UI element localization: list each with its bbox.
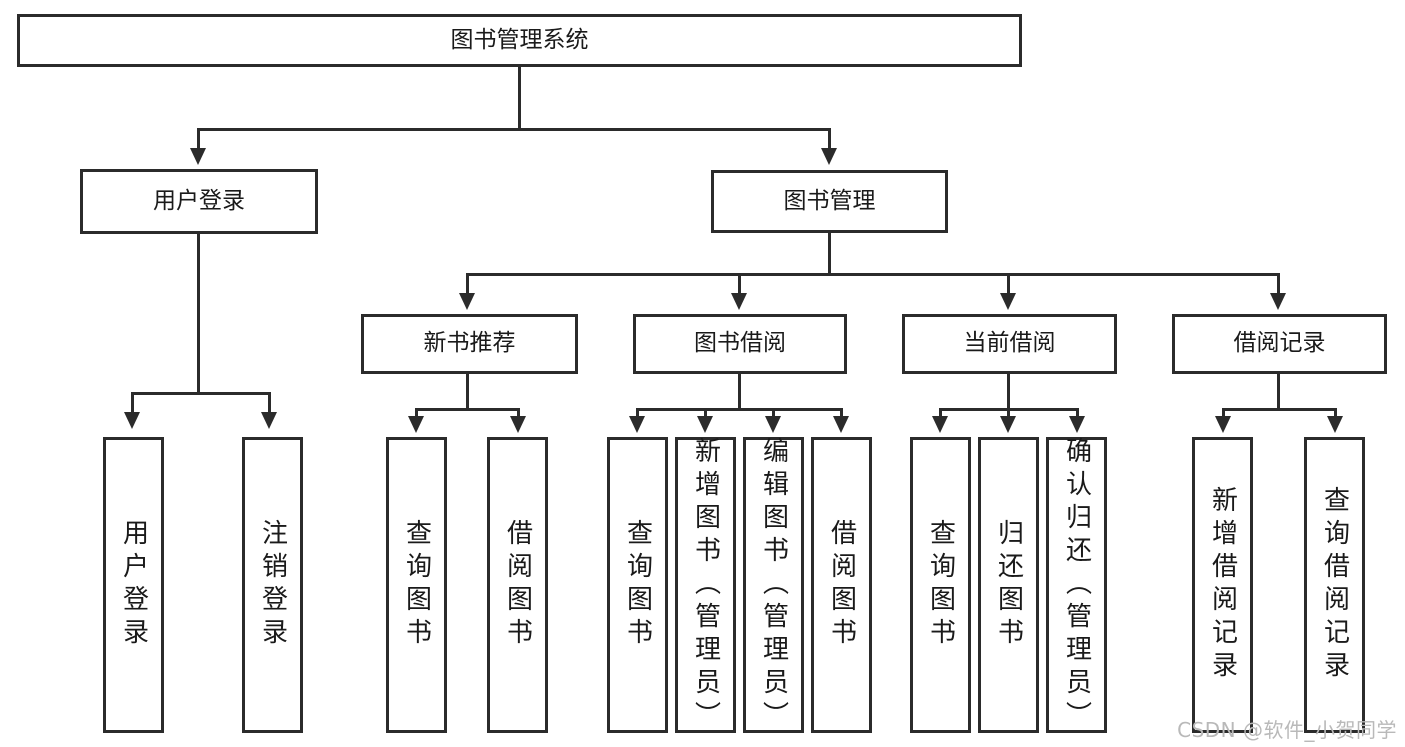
connector-book-borrow-bus bbox=[636, 408, 843, 411]
arrow-book-borrow-to-leaf-1 bbox=[629, 416, 645, 433]
node-leaf-return-book[interactable]: 归还图书 bbox=[978, 437, 1039, 733]
arrow-book-borrow-to-leaf-2 bbox=[697, 416, 713, 433]
arrow-book-manage-to-new-book-rec bbox=[459, 293, 475, 310]
node-root-label: 图书管理系统 bbox=[450, 26, 589, 53]
arrow-book-manage-to-current-borrow bbox=[1000, 293, 1016, 310]
node-leaf-query-record[interactable]: 查询借阅记录 bbox=[1304, 437, 1365, 733]
connector-book-manage-to-new-book-rec bbox=[466, 273, 469, 295]
connector-root-to-book-manage bbox=[828, 128, 831, 150]
node-new-book-rec-label: 新书推荐 bbox=[423, 330, 516, 357]
node-book-borrow[interactable]: 图书借阅 bbox=[633, 314, 847, 374]
node-leaf-add-book-label: 新增图书（管理员） bbox=[690, 436, 721, 734]
arrow-borrow-record-to-leaf-1 bbox=[1215, 416, 1231, 433]
connector-book-borrow-down bbox=[738, 374, 741, 410]
connector-current-borrow-to-leaf-2 bbox=[1007, 408, 1010, 420]
node-book-manage[interactable]: 图书管理 bbox=[711, 170, 948, 233]
connector-borrow-record-to-leaf-2 bbox=[1334, 408, 1337, 420]
connector-new-book-rec-bus bbox=[415, 408, 520, 411]
arrow-book-manage-to-book-borrow bbox=[731, 293, 747, 310]
connector-book-manage-to-borrow-record bbox=[1277, 273, 1280, 295]
connector-current-borrow-to-leaf-1 bbox=[939, 408, 942, 420]
arrow-root-to-user-login bbox=[190, 148, 206, 165]
connector-book-borrow-to-leaf-1 bbox=[636, 408, 639, 420]
node-new-book-rec[interactable]: 新书推荐 bbox=[361, 314, 578, 374]
node-leaf-query-book-3-label: 查询图书 bbox=[925, 519, 956, 651]
connector-new-book-rec-to-leaf-2 bbox=[517, 408, 520, 420]
arrow-current-borrow-to-leaf-3 bbox=[1069, 416, 1085, 433]
node-leaf-query-record-label: 查询借阅记录 bbox=[1319, 486, 1350, 684]
node-book-borrow-label: 图书借阅 bbox=[694, 330, 786, 357]
arrow-current-borrow-to-leaf-1 bbox=[932, 416, 948, 433]
node-current-borrow[interactable]: 当前借阅 bbox=[902, 314, 1117, 374]
arrow-book-manage-to-borrow-record bbox=[1270, 293, 1286, 310]
node-leaf-query-book-2[interactable]: 查询图书 bbox=[607, 437, 668, 733]
node-book-manage-label: 图书管理 bbox=[783, 187, 876, 214]
node-leaf-borrow-book-2[interactable]: 借阅图书 bbox=[811, 437, 872, 733]
connector-user-login-down bbox=[197, 234, 200, 394]
arrow-borrow-record-to-leaf-2 bbox=[1327, 416, 1343, 433]
node-leaf-return-book-label: 归还图书 bbox=[993, 519, 1024, 651]
arrow-book-borrow-to-leaf-3 bbox=[765, 416, 781, 433]
node-leaf-confirm-return[interactable]: 确认归还（管理员） bbox=[1046, 436, 1107, 734]
node-user-login-label: 用户登录 bbox=[153, 187, 245, 214]
node-leaf-logout[interactable]: 注销登录 bbox=[242, 437, 303, 733]
connector-new-book-rec-to-leaf-1 bbox=[415, 408, 418, 420]
node-leaf-query-book-1-label: 查询图书 bbox=[401, 519, 432, 651]
node-leaf-borrow-book-1-label: 借阅图书 bbox=[502, 519, 533, 651]
node-leaf-query-book-1[interactable]: 查询图书 bbox=[386, 437, 447, 733]
node-leaf-user-login[interactable]: 用户登录 bbox=[103, 437, 164, 733]
connector-root-down bbox=[518, 66, 521, 130]
node-borrow-record[interactable]: 借阅记录 bbox=[1172, 314, 1387, 374]
connector-current-borrow-to-leaf-3 bbox=[1076, 408, 1079, 420]
arrow-user-login-to-leaf-1 bbox=[124, 412, 140, 429]
node-leaf-user-login-label: 用户登录 bbox=[118, 519, 149, 651]
arrow-current-borrow-to-leaf-2 bbox=[1000, 416, 1016, 433]
node-leaf-add-book[interactable]: 新增图书（管理员） bbox=[675, 436, 736, 734]
node-leaf-edit-book-label: 编辑图书（管理员） bbox=[758, 436, 789, 734]
connector-user-login-to-leaf-1 bbox=[131, 392, 134, 414]
connector-book-borrow-to-leaf-3 bbox=[772, 408, 775, 420]
node-root[interactable]: 图书管理系统 bbox=[17, 14, 1022, 67]
connector-user-login-to-leaf-2 bbox=[268, 392, 271, 414]
node-leaf-add-record[interactable]: 新增借阅记录 bbox=[1192, 437, 1253, 733]
connector-root-to-user-login bbox=[197, 128, 200, 150]
connector-borrow-record-bus bbox=[1222, 408, 1337, 411]
connector-user-login-bus bbox=[131, 392, 268, 395]
connector-book-manage-to-book-borrow bbox=[738, 273, 741, 295]
connector-current-borrow-down bbox=[1007, 374, 1010, 410]
connector-book-manage-bus bbox=[466, 273, 1280, 276]
watermark: CSDN @软件_小贺同学 bbox=[1177, 718, 1397, 742]
connector-book-borrow-to-leaf-4 bbox=[840, 408, 843, 420]
arrow-book-borrow-to-leaf-4 bbox=[833, 416, 849, 433]
connector-borrow-record-down bbox=[1277, 374, 1280, 410]
arrow-new-book-rec-to-leaf-1 bbox=[408, 416, 424, 433]
connector-borrow-record-to-leaf-1 bbox=[1222, 408, 1225, 420]
node-leaf-edit-book[interactable]: 编辑图书（管理员） bbox=[743, 436, 804, 734]
arrow-new-book-rec-to-leaf-2 bbox=[510, 416, 526, 433]
node-leaf-borrow-book-2-label: 借阅图书 bbox=[826, 519, 857, 651]
node-user-login[interactable]: 用户登录 bbox=[80, 169, 318, 234]
node-leaf-confirm-return-label: 确认归还（管理员） bbox=[1061, 436, 1092, 734]
node-borrow-record-label: 借阅记录 bbox=[1233, 330, 1326, 357]
arrow-user-login-to-leaf-2 bbox=[261, 412, 277, 429]
node-leaf-query-book-3[interactable]: 查询图书 bbox=[910, 437, 971, 733]
node-leaf-add-record-label: 新增借阅记录 bbox=[1207, 486, 1238, 684]
node-leaf-logout-label: 注销登录 bbox=[257, 519, 288, 651]
node-leaf-borrow-book-1[interactable]: 借阅图书 bbox=[487, 437, 548, 733]
connector-root-bus bbox=[197, 128, 831, 131]
node-leaf-query-book-2-label: 查询图书 bbox=[622, 519, 653, 651]
connector-new-book-rec-down bbox=[466, 374, 469, 410]
arrow-root-to-book-manage bbox=[821, 148, 837, 165]
connector-book-borrow-to-leaf-2 bbox=[704, 408, 707, 420]
node-current-borrow-label: 当前借阅 bbox=[963, 330, 1056, 357]
connector-book-manage-down bbox=[828, 233, 831, 275]
connector-book-manage-to-current-borrow bbox=[1007, 273, 1010, 295]
